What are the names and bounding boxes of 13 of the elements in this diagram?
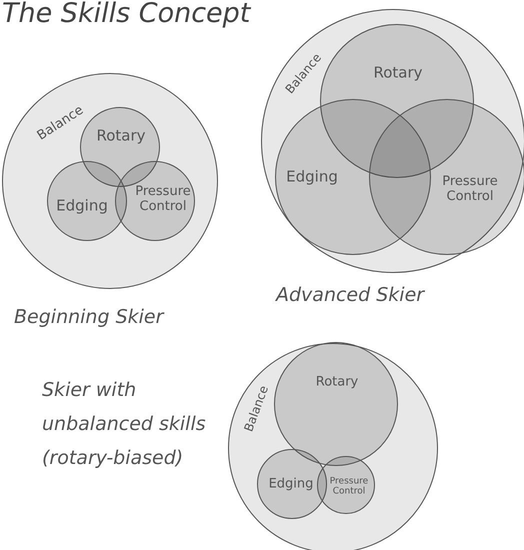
circle-label: Edging <box>268 478 314 492</box>
circle-label: Pressure Control <box>135 185 191 215</box>
circle-label: Rotary <box>373 64 423 82</box>
circle-label: Pressure Control <box>328 476 370 498</box>
title: The Skills Concept <box>2 0 250 29</box>
circle-label: Pressure Control <box>441 175 499 205</box>
circle-label: Rotary <box>316 376 358 390</box>
circle-label: Rotary <box>96 127 146 145</box>
circle-label: Edging <box>56 197 108 215</box>
caption: Skier with unbalanced skills (rotary-biased) <box>42 378 207 471</box>
caption: Beginning Skier <box>14 305 166 330</box>
caption: Advanced Skier <box>276 283 426 308</box>
circle-label: Edging <box>286 168 338 186</box>
